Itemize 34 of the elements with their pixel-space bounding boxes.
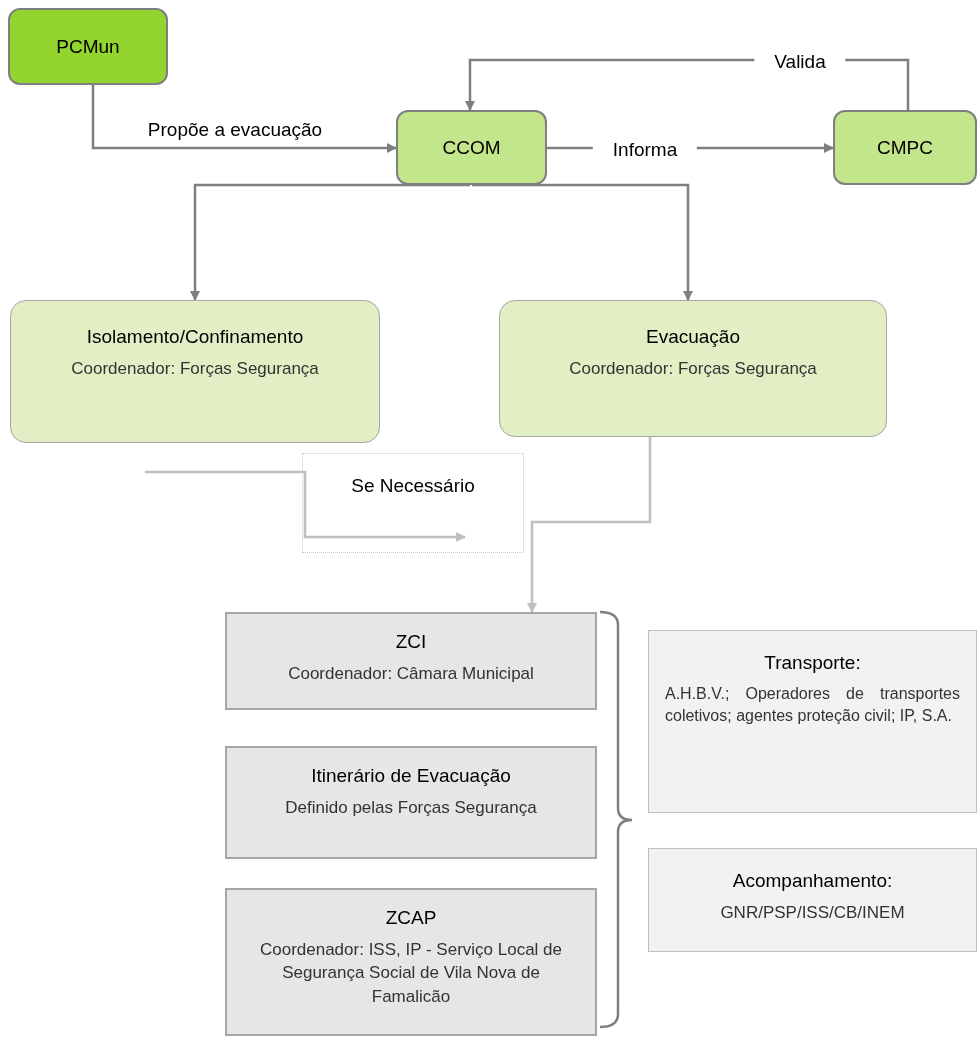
box-title: Se Necessário bbox=[351, 474, 475, 498]
box-text: A.H.B.V.; Operadores de transportes coletivos; agentes proteção civil; IP, S.A. bbox=[665, 683, 960, 726]
box-title: Isolamento/Confinamento bbox=[86, 325, 304, 349]
process-box bbox=[396, 110, 547, 185]
box-title: CMPC bbox=[877, 135, 933, 160]
arrow bbox=[91, 85, 397, 153]
process-box bbox=[225, 888, 597, 1036]
process-box bbox=[225, 746, 597, 859]
box-title: CCOM bbox=[442, 135, 501, 160]
process-box bbox=[8, 8, 168, 85]
arrow bbox=[472, 183, 693, 301]
box-title: Transporte: bbox=[764, 651, 861, 675]
box-text: GNR/PSP/ISS/CB/INEM bbox=[719, 901, 906, 924]
process-box bbox=[499, 300, 887, 437]
box-title: Itinerário de Evacuação bbox=[311, 764, 511, 788]
arrow bbox=[190, 183, 470, 301]
box-text: Coordenador: ISS, IP - Serviço Local de Segurança Social de Vila Nova de Famalicão bbox=[258, 938, 564, 1008]
box-title: PCMun bbox=[56, 34, 120, 59]
box-text: Coordenador: Forças Segurança bbox=[568, 357, 818, 380]
process-box bbox=[225, 612, 597, 710]
process-box bbox=[648, 630, 977, 813]
box-title: Evacuação bbox=[646, 325, 740, 349]
box-text: Definido pelas Forças Segurança bbox=[284, 796, 538, 819]
arrow bbox=[527, 437, 652, 613]
box-title: ZCAP bbox=[385, 906, 437, 930]
box-title: ZCI bbox=[395, 630, 427, 654]
box-title: Acompanhamento: bbox=[732, 869, 893, 893]
process-box bbox=[833, 110, 977, 185]
box-text: Coordenador: Câmara Municipal bbox=[287, 662, 535, 685]
note-box bbox=[302, 453, 524, 553]
box-text: Coordenador: Forças Segurança bbox=[70, 357, 320, 380]
process-box bbox=[648, 848, 977, 952]
arrow bbox=[145, 470, 466, 542]
process-box bbox=[10, 300, 380, 443]
